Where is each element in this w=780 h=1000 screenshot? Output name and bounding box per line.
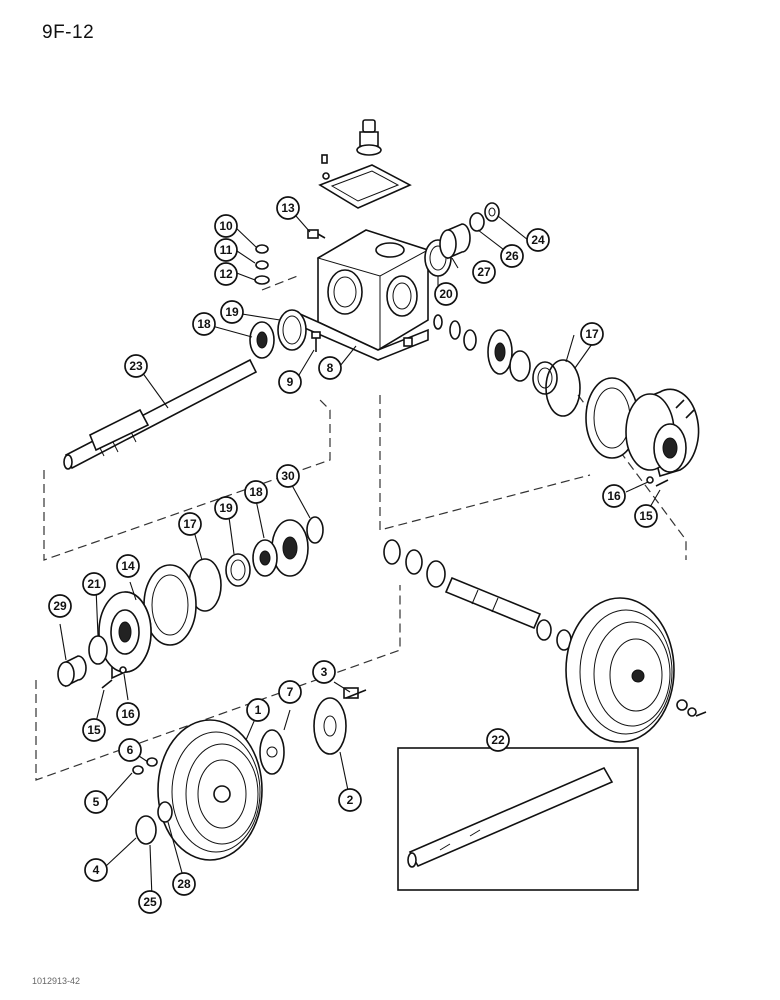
svg-text:28: 28: [177, 877, 191, 891]
callout-23: 23: [124, 354, 148, 378]
svg-text:1: 1: [255, 703, 262, 717]
svg-text:22: 22: [491, 733, 505, 747]
left-pulley-assembly: [132, 687, 367, 861]
callout-6: 6: [118, 738, 142, 762]
svg-text:12: 12: [219, 267, 233, 281]
svg-text:6: 6: [127, 743, 134, 757]
svg-text:3: 3: [321, 665, 328, 679]
svg-text:11: 11: [220, 243, 233, 257]
svg-text:14: 14: [121, 559, 135, 573]
callout-2: 2: [338, 788, 362, 812]
callout-12: 12: [214, 262, 238, 286]
svg-text:13: 13: [281, 201, 295, 215]
svg-text:24: 24: [531, 233, 545, 247]
svg-text:25: 25: [143, 895, 157, 909]
callout-24: 24: [526, 228, 550, 252]
callout-18-lower: 18: [244, 480, 268, 504]
svg-text:23: 23: [129, 359, 143, 373]
svg-text:19: 19: [219, 501, 233, 515]
svg-text:30: 30: [281, 469, 295, 483]
svg-text:8: 8: [327, 361, 334, 375]
callout-28: 28: [172, 872, 196, 896]
callout-27: 27: [472, 260, 496, 284]
middle-gear-train: [57, 516, 324, 689]
svg-text:4: 4: [93, 863, 100, 877]
svg-text:16: 16: [607, 489, 621, 503]
svg-text:16: 16: [121, 707, 135, 721]
right-pulley-assembly: [383, 539, 707, 743]
svg-text:18: 18: [197, 317, 211, 331]
cover-plate-assembly: [318, 119, 412, 209]
svg-text:15: 15: [639, 509, 653, 523]
svg-text:2: 2: [347, 793, 354, 807]
callout-8: 8: [318, 356, 342, 380]
callout-22: 22: [486, 728, 510, 752]
svg-text:15: 15: [87, 723, 101, 737]
callout-29: 29: [48, 594, 72, 618]
callout-4: 4: [84, 858, 108, 882]
svg-text:29: 29: [53, 599, 67, 613]
callout-11: 11: [214, 238, 238, 262]
callout-26: 26: [500, 244, 524, 268]
callout-16-right: 16: [602, 484, 626, 508]
callout-20: 20: [434, 282, 458, 306]
svg-text:27: 27: [477, 265, 491, 279]
svg-text:21: 21: [87, 577, 101, 591]
svg-text:20: 20: [439, 287, 453, 301]
callout-30: 30: [276, 464, 300, 488]
gearbox-housing: [299, 229, 430, 361]
page-number: 9F-12: [42, 22, 95, 43]
svg-text:19: 19: [225, 305, 239, 319]
upper-bearing-set: [249, 309, 307, 359]
callout-14: 14: [116, 554, 140, 578]
svg-text:5: 5: [93, 795, 100, 809]
svg-text:9: 9: [287, 375, 294, 389]
callout-3: 3: [312, 660, 336, 684]
input-shaft: [63, 358, 258, 470]
callout-16-left: 16: [116, 702, 140, 726]
callout-1: 1: [246, 698, 270, 722]
svg-text:17: 17: [585, 327, 599, 341]
svg-text:18: 18: [249, 485, 263, 499]
callout-25: 25: [138, 890, 162, 914]
leader-lines: [59, 215, 661, 899]
svg-text:10: 10: [219, 219, 233, 233]
callout-5: 5: [84, 790, 108, 814]
callout-17-left: 17: [178, 512, 202, 536]
callout-18-upper: 18: [192, 312, 216, 336]
callout-17-right: 17: [580, 322, 604, 346]
svg-text:17: 17: [183, 517, 197, 531]
right-gear-train: [433, 314, 700, 487]
svg-text:7: 7: [287, 685, 294, 699]
housing-hardware: [254, 229, 326, 352]
callout-7: 7: [278, 680, 302, 704]
callout-10: 10: [214, 214, 238, 238]
svg-text:26: 26: [505, 249, 519, 263]
callout-15-right: 15: [634, 504, 658, 528]
callout-19-lower: 19: [214, 496, 238, 520]
upper-right-bearing-stack: [424, 202, 500, 277]
callout-19-upper: 19: [220, 300, 244, 324]
figure-reference-code: 1012913-42: [32, 976, 81, 986]
callout-13: 13: [276, 196, 300, 220]
inset-shaft-box: [397, 747, 639, 891]
o-ring-upper: [545, 359, 581, 417]
callout-15-left: 15: [82, 718, 106, 742]
callout-9: 9: [278, 370, 302, 394]
callout-21: 21: [82, 572, 106, 596]
